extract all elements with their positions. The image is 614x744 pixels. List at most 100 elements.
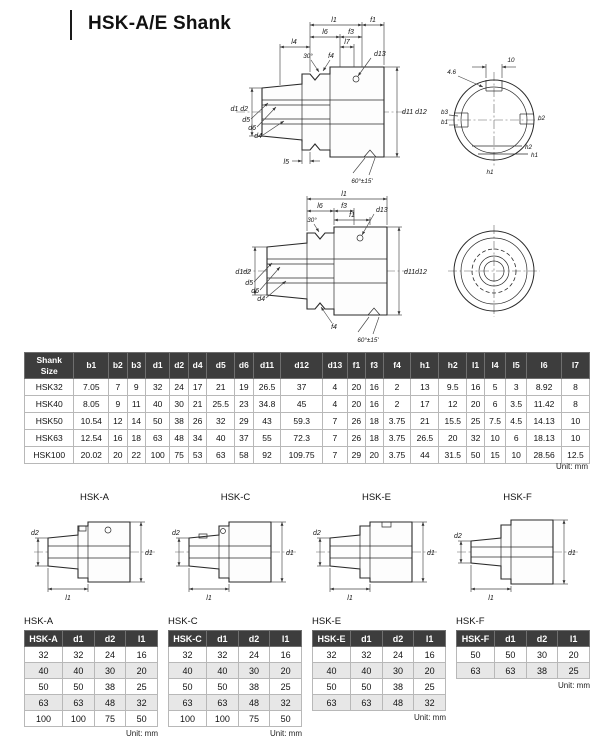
value-cell: 21 xyxy=(187,395,208,414)
value-cell: 18 xyxy=(364,412,384,431)
dim-label-d13: d13 xyxy=(374,51,386,58)
diagram-hsk-e: HSK-E d2 d1 l1 xyxy=(306,492,447,604)
value-cell: 32 xyxy=(466,429,485,448)
value-cell: 16 xyxy=(413,646,446,663)
dim-label-l4: l4 xyxy=(291,39,297,46)
column-header: HSK-E xyxy=(312,630,351,647)
row-header-cell: 50 xyxy=(312,678,351,695)
value-cell: 100 xyxy=(144,446,171,465)
value-cell: 45 xyxy=(280,395,323,414)
value-cell: 50 xyxy=(62,678,95,695)
row-header-cell: 32 xyxy=(312,646,351,663)
value-cell: 3.75 xyxy=(382,412,412,431)
value-cell: 32 xyxy=(206,646,239,663)
bolt-circle xyxy=(471,248,517,294)
column-header: l4 xyxy=(483,351,507,380)
dim-label-d1: d1 xyxy=(568,550,576,557)
column-header: f4 xyxy=(382,351,412,380)
value-cell: 31.5 xyxy=(438,446,468,465)
row-header-cell: HSK63 xyxy=(23,429,75,448)
table-title: HSK-A xyxy=(24,616,54,627)
row-header-cell: 63 xyxy=(312,694,351,711)
holder-diagrams-row: HSK-A d2 d1 l1 xyxy=(24,492,590,604)
value-cell: 38 xyxy=(169,412,189,431)
value-cell: 6 xyxy=(483,395,507,414)
dim-label-d1d2: d1d2 xyxy=(235,269,251,276)
row-header-cell: 63 xyxy=(168,694,207,711)
value-cell: 7 xyxy=(321,446,349,465)
flange-circle xyxy=(460,237,528,305)
dim-label-l5: l5 xyxy=(284,159,290,166)
inner-circle xyxy=(460,86,528,154)
diagram-title: HSK-E xyxy=(361,492,392,503)
value-cell: 48 xyxy=(237,694,271,711)
dimension-annotations: l1 f1 l6 f3 l7 l4 30° f4 d13 d1 d2 d5 d6… xyxy=(230,17,426,185)
center-bore-circle xyxy=(483,260,505,282)
dim-label-d11d12: d11d12 xyxy=(404,269,427,276)
value-cell: 26 xyxy=(347,412,366,431)
dimension-annotations: l1 l6 f3 f1 d13 30° d1d2 d5 d6 d4 f4 d11… xyxy=(235,191,427,344)
value-cell: 21 xyxy=(206,378,236,397)
column-header: d1 xyxy=(62,630,95,647)
value-cell: 63 xyxy=(206,446,236,465)
dim-label-h2: h2 xyxy=(525,144,533,151)
value-cell: 7 xyxy=(108,378,128,397)
hsk-a-holder-drawing: d2 d1 l1 xyxy=(31,521,156,602)
value-cell: 38 xyxy=(93,678,127,695)
value-cell: 24 xyxy=(381,646,415,663)
holder-outline xyxy=(328,521,413,583)
value-cell: 8.92 xyxy=(526,378,562,397)
value-cell: 20 xyxy=(364,446,384,465)
value-cell: 40 xyxy=(144,395,171,414)
dim-label-h1: h1 xyxy=(531,152,538,159)
dim-label-d2: d2 xyxy=(31,530,39,537)
value-cell: 63 xyxy=(350,694,383,711)
value-cell: 20 xyxy=(347,395,366,414)
value-cell: 25 xyxy=(269,678,302,695)
value-cell: 15.5 xyxy=(438,412,468,431)
row-header-cell: 32 xyxy=(24,646,63,663)
value-cell: 24 xyxy=(169,378,189,397)
row-header-cell: 40 xyxy=(168,662,207,679)
value-cell: 16 xyxy=(466,378,485,397)
value-cell: 12 xyxy=(108,412,128,431)
value-cell: 48 xyxy=(93,694,127,711)
value-cell: 10 xyxy=(505,446,528,465)
column-header: HSK-F xyxy=(456,630,495,647)
value-cell: 50 xyxy=(466,446,485,465)
front-view xyxy=(448,225,540,317)
column-header: d2 xyxy=(237,630,271,647)
dim-label-f3: f3 xyxy=(348,29,354,36)
hsk-c-holder-drawing: d2 d1 l1 xyxy=(172,521,297,602)
value-cell: 2 xyxy=(382,378,412,397)
flange-hole xyxy=(219,528,226,534)
value-cell: 40 xyxy=(62,662,95,679)
value-cell: 37 xyxy=(234,429,254,448)
value-cell: 26.5 xyxy=(410,429,440,448)
value-cell: 20 xyxy=(466,395,485,414)
value-cell: 72.3 xyxy=(280,429,323,448)
bore-circle xyxy=(478,255,510,287)
value-cell: 20 xyxy=(347,378,366,397)
hsk-e-holder-drawing: d2 d1 l1 xyxy=(313,521,438,602)
value-cell: 34.8 xyxy=(252,395,282,414)
dim-label-d1d2: d1 d2 xyxy=(230,106,248,113)
value-cell: 23 xyxy=(234,395,254,414)
value-cell: 2 xyxy=(382,395,412,414)
value-cell: 63 xyxy=(206,694,239,711)
value-cell: 15 xyxy=(483,446,507,465)
value-cell: 38 xyxy=(381,678,415,695)
holder-outline xyxy=(46,521,131,583)
table-title: HSK-F xyxy=(456,616,485,627)
dim-label-b2: b2 xyxy=(538,115,546,122)
holder-outline xyxy=(469,519,554,585)
